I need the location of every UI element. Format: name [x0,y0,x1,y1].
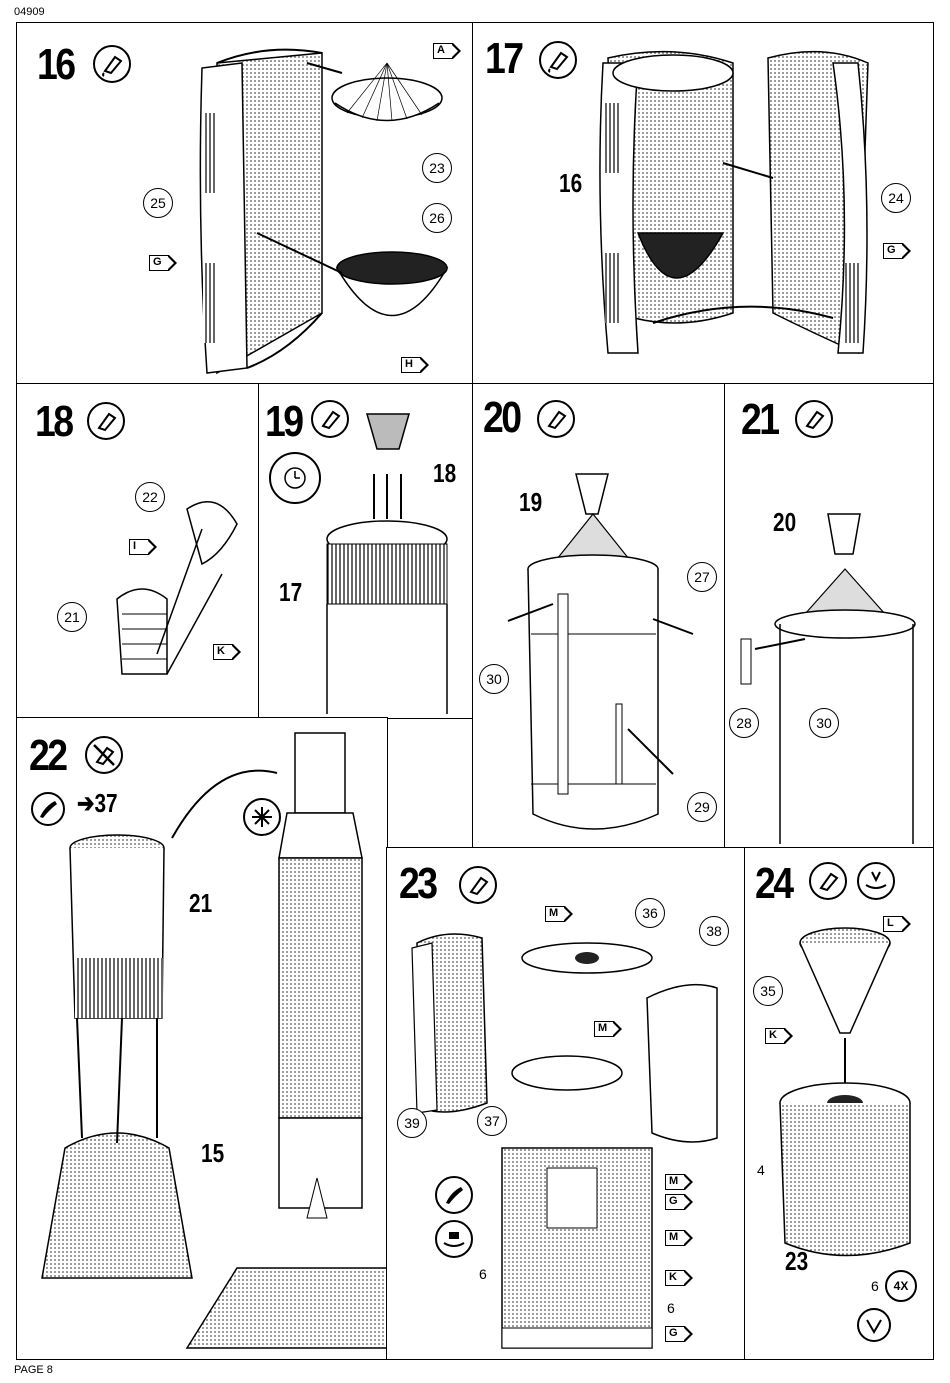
snowflake-icon [243,798,281,836]
assembly-ref-16: 16 [559,168,583,198]
step-number: 17 [485,34,524,83]
paint-flag-g: G [149,255,177,271]
right-arrow-icon: ➔ [77,788,95,818]
step-20-illustration [507,473,694,830]
part-callout-24: 24 [881,183,911,213]
step-number: 22 [29,731,68,780]
part-callout-30: 30 [809,708,839,738]
paint-flag-i: I [129,539,157,555]
step-number: 21 [741,395,780,444]
paint-brush-icon [31,792,65,826]
step-16-panel: 16 A 25 23 26 G H [16,22,474,385]
paint-flag-k: K [213,644,241,660]
glue-icon [459,866,497,904]
part-callout-35: 35 [753,976,783,1006]
paint-flag-h: H [401,357,429,373]
glue-icon [537,400,575,438]
step-21-panel: 21 20 28 30 [724,383,934,849]
part-callout-36: 36 [635,898,665,928]
assembly-ref-19: 19 [519,487,543,517]
part-callout-39: 39 [397,1108,427,1138]
step-24-panel: 24 L 35 K 4 23 6 4X [744,847,934,1360]
assembly-ref-23: 23 [785,1246,809,1276]
step-20-panel: 20 19 27 30 29 [472,383,726,849]
decal-ref-6-right: 6 [667,1300,675,1316]
step-19-panel: 19 18 17 [258,383,474,719]
step-number: 16 [37,40,76,89]
step-18-illustration [116,501,238,675]
rotate-icon [857,1308,891,1342]
step-17-panel: 17 16 24 G [472,22,934,385]
assembly-ref-21: 21 [189,888,213,918]
paint-flag-g: G [665,1194,693,1210]
part-callout-21: 21 [57,602,87,632]
part-callout-37: 37 [477,1106,507,1136]
paint-flag-m: M [594,1021,622,1037]
step-22-panel: 22 ➔37 21 15 [16,717,388,1360]
step-19-illustration [326,413,448,714]
part-callout-25: 25 [143,188,173,218]
part-callout-28: 28 [729,708,759,738]
glue-icon [809,862,847,900]
part-callout-30: 30 [479,664,509,694]
decal-ref-6: 6 [871,1278,879,1294]
paint-flag-a: A [433,43,461,59]
assembly-ref-20: 20 [773,507,797,537]
water-decal-icon [435,1220,473,1258]
paint-flag-l: L [883,916,911,932]
glue-icon [311,400,349,438]
part-callout-27: 27 [687,562,717,592]
paint-flag-m: M [665,1230,693,1246]
step-number: 23 [399,859,438,908]
paint-flag-k: K [665,1270,693,1286]
part-callout-23: 23 [422,153,452,183]
step-24-illustration [779,927,911,1257]
quantity-badge: 4X [885,1270,917,1302]
step-18-panel: 18 22 I 21 K [16,383,260,719]
arrow-ref-37: ➔37 [77,788,118,818]
no-glue-icon [85,736,123,774]
part-callout-26: 26 [422,203,452,233]
paint-flag-m: M [545,906,573,922]
glue-icon [93,45,131,83]
step-17-illustration [599,50,869,355]
paint-flag-g: G [665,1326,693,1342]
step-number: 24 [755,859,794,908]
assembly-ref-15: 15 [201,1138,225,1168]
step-23-panel: 23 M 36 38 M 39 37 M G M K G 6 6 [386,847,746,1360]
step-number: 20 [483,393,522,442]
clock-icon [269,452,321,504]
part-callout-22: 22 [135,482,165,512]
part-callout-29: 29 [687,792,717,822]
step-number: 19 [265,397,304,446]
paint-flag-k: K [765,1028,793,1044]
step-22-illustration [41,732,387,1349]
part-ref-4: 4 [757,1162,765,1178]
document-code: 04909 [14,6,45,18]
assembly-ref-17: 17 [279,577,303,607]
glue-icon [87,402,125,440]
part-callout-38: 38 [699,916,729,946]
step-number: 18 [35,397,74,446]
decal-ref-6-left: 6 [479,1266,487,1282]
glue-icon [795,400,833,438]
decal-icon [857,862,895,900]
step-21-illustration [740,513,916,844]
assembly-ref-18: 18 [433,458,457,488]
step-16-illustration [199,48,449,375]
page-number: PAGE 8 [14,1364,53,1376]
step-23-illustration [411,933,718,1349]
paint-flag-m: M [665,1174,693,1190]
paint-brush-icon [435,1176,473,1214]
paint-flag-g: G [883,243,911,259]
glue-icon [539,41,577,79]
